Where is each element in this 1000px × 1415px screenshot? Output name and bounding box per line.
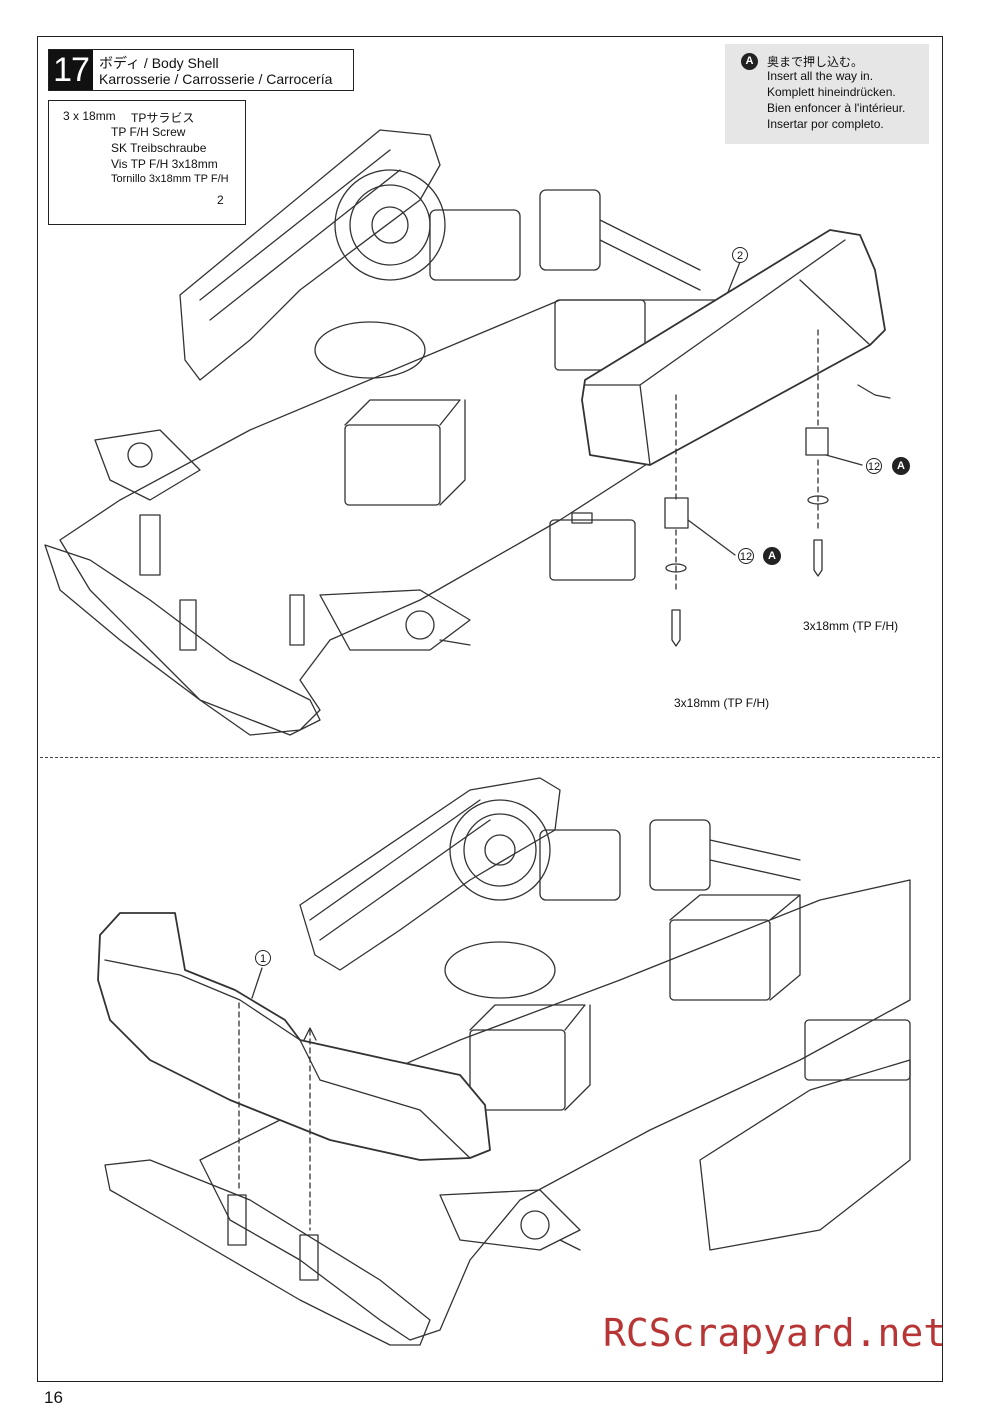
bottom-chassis-plate [199, 879, 911, 1341]
screw-label-left: 3x18mm (TP F/H) [674, 696, 770, 710]
note-line-es: Insertar por completo. [767, 117, 884, 131]
note-line-en: Insert all the way in. [767, 69, 874, 83]
top-front-plate [44, 544, 321, 736]
callout-part-2: 2 [732, 247, 748, 263]
step-title-line2: Karrosserie / Carrosserie / Carrocería [99, 71, 333, 87]
watermark: RCScrapyard.net [603, 1311, 947, 1355]
bottom-rear-wing [299, 777, 561, 971]
step-title-line1: ボディ / Body Shell [99, 55, 219, 71]
screw-jp-name: TPサラビス [131, 111, 195, 125]
callout-part-12-left: 12 [738, 548, 754, 564]
screw-en-name: TP F/H Screw [111, 125, 186, 139]
note-line-jp: 奥まで押し込む。 [767, 55, 864, 69]
section-divider [40, 757, 940, 758]
note-box: A 奥まで押し込む。 Insert all the way in. Komple… [725, 44, 929, 144]
page-frame [37, 36, 943, 1382]
top-rear-wing [179, 129, 441, 381]
callout-badge-a-left: A [763, 547, 781, 565]
screw-parts-box: 3 x 18mm TPサラビス TP F/H Screw SK Treibsch… [48, 100, 246, 225]
callout-part-1: 1 [255, 950, 271, 966]
page-number: 16 [44, 1388, 63, 1407]
note-line-fr: Bien enfoncer à l'intérieur. [767, 101, 906, 115]
screw-size: 3 x 18mm [63, 109, 116, 123]
top-chassis-plate [59, 299, 761, 736]
screw-fr-name: Vis TP F/H 3x18mm [111, 157, 218, 171]
bottom-front-plate [104, 1159, 431, 1346]
note-line-de: Komplett hineindrücken. [767, 85, 896, 99]
callout-badge-a-right: A [892, 457, 910, 475]
step-number: 17 [49, 50, 93, 90]
screw-quantity: 2 [217, 193, 224, 207]
callout-part-12-right: 12 [866, 458, 882, 474]
note-badge: A [741, 53, 758, 70]
top-bumper-part [581, 229, 886, 466]
screw-de-name: SK Treibschraube [111, 141, 207, 155]
screw-label-right: 3x18mm (TP F/H) [803, 619, 899, 633]
screw-es-name: Tornillo 3x18mm TP F/H [111, 173, 229, 185]
step-header: 17 ボディ / Body Shell Karrosserie / Carros… [48, 49, 354, 91]
